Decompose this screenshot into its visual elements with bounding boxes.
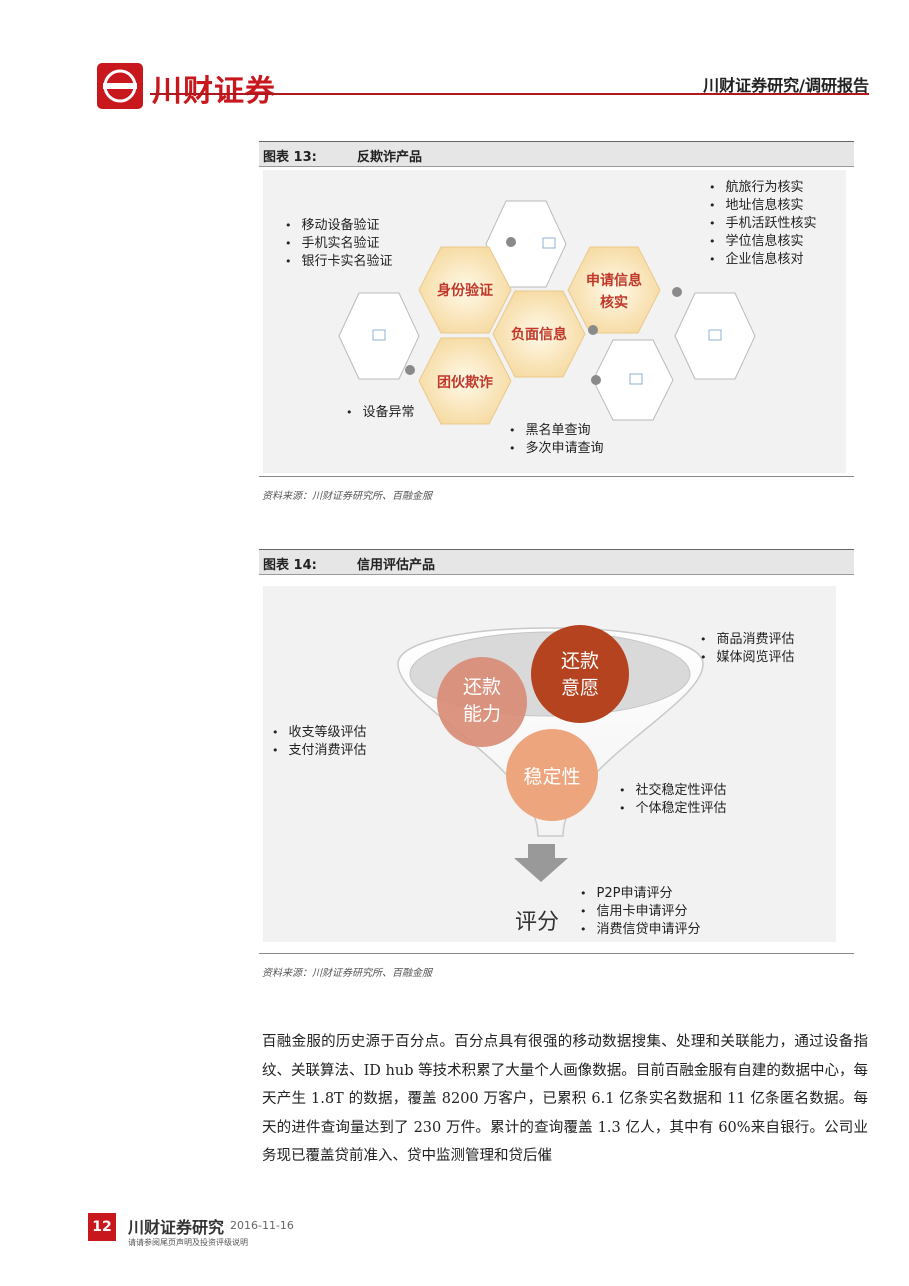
hex-fraud-label: 团伙欺诈 xyxy=(437,375,493,391)
logo-text: 川财证券 xyxy=(152,74,276,109)
stability-bullet-list: 社交稳定性评估 个体稳定性评估 xyxy=(619,782,727,818)
hex-image-left xyxy=(338,292,420,380)
apply-bullet-list: 航旅行为核实 地址信息核实 手机活跃性核实 学位信息核实 企业信息核对 xyxy=(709,179,817,269)
list-item: 银行卡实名验证 xyxy=(285,253,393,271)
score-bullet-list: P2P申请评分 信用卡申请评分 消费信贷申请评分 xyxy=(580,885,701,939)
list-item: 社交稳定性评估 xyxy=(619,782,727,800)
funnel-graphic xyxy=(397,625,704,882)
figure-13-number: 图表 13: xyxy=(263,150,317,165)
footer-date: 2016-11-16 xyxy=(230,1219,294,1232)
list-item: 移动设备验证 xyxy=(285,217,393,235)
body-paragraph: 百融金服的历史源于百分点。百分点具有很强的移动数据搜集、处理和关联能力，通过设备… xyxy=(262,1034,868,1164)
list-item: 商品消费评估 xyxy=(700,631,795,649)
circle-willing xyxy=(531,625,629,723)
negative-bullet-list: 黑名单查询 多次申请查询 xyxy=(509,422,604,458)
figure-14-number: 图表 14: xyxy=(263,558,317,573)
list-item: 航旅行为核实 xyxy=(709,179,817,197)
hex-identity xyxy=(418,246,512,334)
circle-ability-label: 还款 能力 xyxy=(437,674,527,728)
hex-apply-label: 申请信息 核实 xyxy=(568,270,660,314)
list-item: 信用卡申请评分 xyxy=(580,903,701,921)
list-item: 支付消费评估 xyxy=(272,742,367,760)
company-logo xyxy=(97,63,143,109)
footer-brand: 川财证券研究 xyxy=(128,1218,225,1237)
list-item: 手机活跃性核实 xyxy=(709,215,817,233)
hex-negative-label: 负面信息 xyxy=(511,327,567,343)
hex-image-bottom xyxy=(592,339,674,421)
list-item: 设备异常 xyxy=(346,404,415,422)
list-item: 学位信息核实 xyxy=(709,233,817,251)
anti-fraud-diagram: 身份验证 申请信息 核实 负面信息 团伙欺诈 移动设备验证 手机实名验证 银行卡… xyxy=(263,170,846,473)
figure-14-caption-bar xyxy=(259,549,854,575)
list-item: 手机实名验证 xyxy=(285,235,393,253)
willing-line1: 还款 xyxy=(560,650,599,672)
ability-bullet-list: 收支等级评估 支付消费评估 xyxy=(272,724,367,760)
figure-13-caption-bar xyxy=(259,141,854,167)
hex-identity-label: 身份验证 xyxy=(437,283,493,299)
hex-apply-line1: 申请信息 xyxy=(586,273,642,289)
down-arrow-icon xyxy=(514,844,568,882)
hex-image-top xyxy=(485,200,567,288)
circle-stability-label: 稳定性 xyxy=(523,766,581,788)
list-item: 个体稳定性评估 xyxy=(619,800,727,818)
ability-line2: 能力 xyxy=(462,703,501,725)
header-rule xyxy=(150,93,869,95)
list-item: 黑名单查询 xyxy=(509,422,604,440)
list-item: 多次申请查询 xyxy=(509,440,604,458)
list-item: 地址信息核实 xyxy=(709,197,817,215)
logo-emblem-icon xyxy=(103,69,137,103)
fraud-bullet-list: 设备异常 xyxy=(346,404,415,422)
list-item: 收支等级评估 xyxy=(272,724,367,742)
circle-willing-label: 还款 意愿 xyxy=(535,648,625,702)
figure-14-bottom-rule xyxy=(259,953,854,954)
hexagon-cluster xyxy=(338,200,756,425)
list-item: P2P申请评分 xyxy=(580,885,701,903)
list-item: 企业信息核对 xyxy=(709,251,817,269)
figure-13-title: 反欺诈产品 xyxy=(357,150,423,165)
list-item: 媒体阅览评估 xyxy=(700,649,795,667)
figure-14-source: 资料来源：川财证券研究所、百融金服 xyxy=(262,968,432,979)
hex-image-right xyxy=(674,292,756,380)
hex-negative xyxy=(492,290,586,378)
score-label: 评分 xyxy=(515,910,560,935)
image-placeholder-icon xyxy=(372,237,722,385)
figure-13-bottom-rule xyxy=(259,476,854,477)
list-item: 消费信贷申请评分 xyxy=(580,921,701,939)
credit-evaluation-diagram: 还款 能力 还款 意愿 稳定性 评分 商品消费评估 媒体阅览评估 收支等级评估 … xyxy=(263,586,836,942)
willing-line2: 意愿 xyxy=(560,677,599,699)
hex-fraud xyxy=(418,337,512,425)
figure-14-title: 信用评估产品 xyxy=(357,558,436,573)
ability-line1: 还款 xyxy=(462,676,501,698)
footer-disclaimer: 请请参阅尾页声明及投资评级说明 xyxy=(128,1238,248,1247)
identity-bullet-list: 移动设备验证 手机实名验证 银行卡实名验证 xyxy=(285,217,393,271)
circle-stability xyxy=(506,729,598,821)
hex-apply xyxy=(567,246,661,334)
figure-13-source: 资料来源：川财证券研究所、百融金服 xyxy=(262,491,432,502)
report-type-title: 川财证券研究/调研报告 xyxy=(703,76,869,95)
page-number: 12 xyxy=(88,1213,116,1241)
willing-bullet-list: 商品消费评估 媒体阅览评估 xyxy=(700,631,795,667)
circle-ability xyxy=(437,657,527,747)
hex-apply-line2: 核实 xyxy=(600,295,628,311)
